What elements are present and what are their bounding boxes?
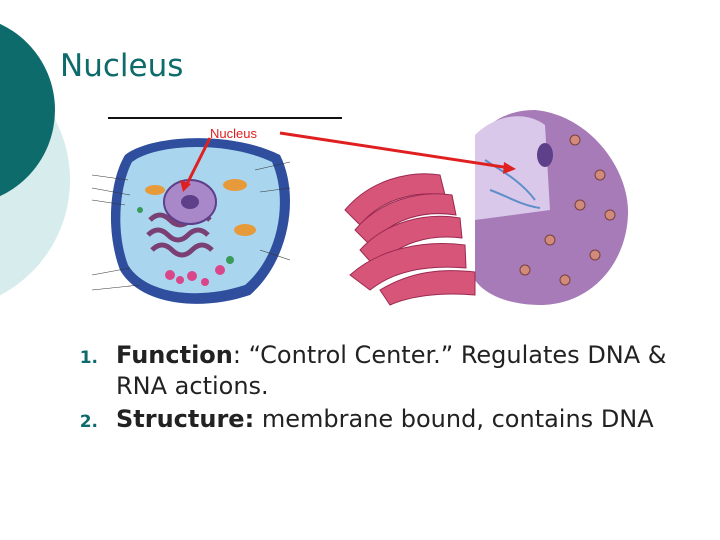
list-term: Structure:: [116, 405, 255, 433]
list-text: “Control Center.” Regulates DNA & RNA ac…: [116, 341, 667, 400]
list-text: membrane bound, contains DNA: [261, 405, 654, 433]
bullet-list: 1. Function: “Control Center.” Regulates…: [60, 340, 700, 437]
corner-decoration: [0, 0, 80, 300]
slide-title: Nucleus: [60, 48, 184, 84]
list-item: 1. Function: “Control Center.” Regulates…: [60, 340, 700, 402]
cell-diagram-figure: Nucleus: [80, 100, 640, 315]
nucleus-cross-section-image: [344, 110, 629, 306]
list-number: 2.: [79, 412, 98, 432]
pointer-arrows: [180, 131, 516, 192]
list-term-suffix: [254, 405, 262, 433]
list-term-suffix: :: [232, 341, 249, 369]
list-term: Function: [116, 341, 233, 369]
nucleus-pointer-label: Nucleus: [210, 126, 257, 141]
animal-cell-image: [91, 138, 291, 304]
list-item: 2. Structure: membrane bound, contains D…: [60, 404, 700, 435]
list-number: 1.: [79, 348, 98, 368]
